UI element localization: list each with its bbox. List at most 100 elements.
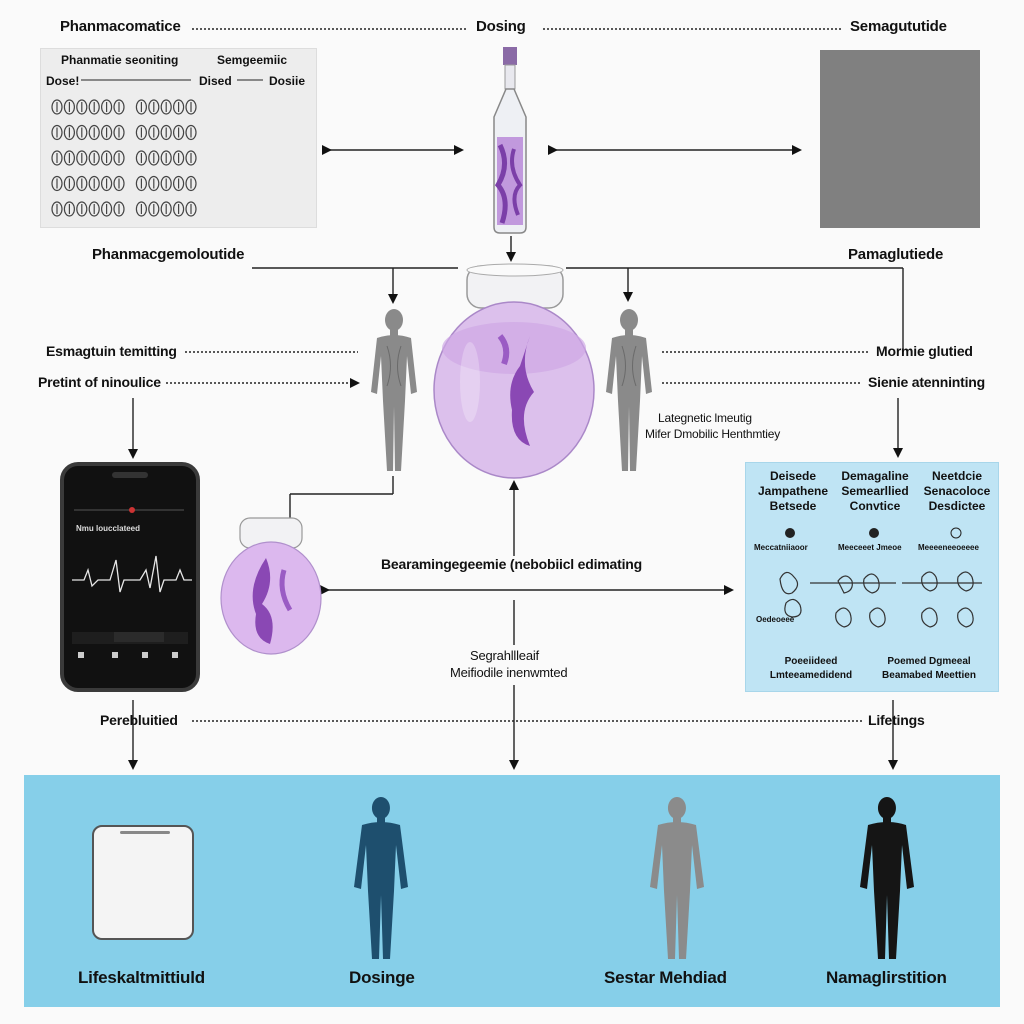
mid-left-label-1: Esmagtuin temitting bbox=[46, 343, 177, 359]
pill-mark bbox=[51, 201, 63, 217]
pill-mark bbox=[63, 99, 75, 115]
pill-mark bbox=[88, 124, 100, 141]
pill-mark bbox=[173, 175, 185, 192]
pill-mark bbox=[88, 175, 100, 192]
row4-right-label: Lifetings bbox=[868, 712, 925, 728]
comparison-panel: Deisede Jampathene Betsede Demagaline Se… bbox=[745, 462, 999, 692]
pill-mark bbox=[76, 175, 88, 192]
pill-mark bbox=[173, 124, 185, 141]
human-figure-left bbox=[371, 309, 417, 471]
pill-mark bbox=[63, 150, 75, 166]
small-jar bbox=[220, 517, 322, 655]
pill-mark bbox=[88, 201, 100, 217]
panel-row-label-1: Meccatniiaoor bbox=[754, 543, 808, 552]
top-center-title: Dosing bbox=[476, 18, 526, 35]
pill-mark bbox=[148, 201, 160, 217]
doc-heading-right: Semgeemiic bbox=[217, 53, 288, 67]
panel-col-3: Neetdcie Senacoloce Desdictee bbox=[923, 469, 991, 513]
pill-mark bbox=[113, 175, 125, 192]
smartphone: Nmu loucclateed bbox=[60, 462, 200, 692]
pill-mark bbox=[113, 201, 125, 217]
pill-mark bbox=[88, 99, 100, 115]
panel-row-label-2: Meeceeet Jmeoe bbox=[838, 543, 902, 552]
pill-mark bbox=[185, 175, 197, 192]
pill-mark bbox=[185, 150, 197, 166]
doc-col-c: Dosiie bbox=[269, 74, 306, 88]
row2-right-label: Pamaglutiede bbox=[848, 246, 944, 263]
figure-blue bbox=[354, 797, 408, 959]
pill-mark bbox=[100, 201, 113, 217]
panel-foot-right: Poemed Dgmeeal Beamabed Meettien bbox=[882, 656, 976, 681]
pill-mark bbox=[76, 201, 88, 217]
pill-mark bbox=[113, 124, 125, 141]
pill-mark bbox=[100, 124, 113, 141]
pill-mark bbox=[51, 99, 63, 115]
panel-col-1: Deisede Jampathene Betsede bbox=[757, 469, 829, 513]
top-right-title: Semagututide bbox=[850, 18, 947, 35]
row2-left-label: Phanmacgemoloutide bbox=[92, 246, 245, 263]
pill-mark bbox=[173, 99, 185, 115]
bottom-label-1: Lifeskaltmittiuld bbox=[78, 968, 205, 987]
wide-flow-label: Bearamingegeemie (nebobiicl edimating bbox=[381, 556, 642, 572]
pill-mark bbox=[160, 150, 172, 166]
lower-flow-label-1: Segrahllleaif bbox=[470, 648, 539, 663]
pill-mark bbox=[173, 201, 185, 217]
pill-mark bbox=[51, 150, 63, 166]
pill-mark bbox=[135, 150, 148, 166]
pill-mark bbox=[51, 124, 63, 141]
pill-mark bbox=[100, 150, 113, 166]
pill-mark bbox=[76, 124, 88, 141]
bottom-label-2: Dosinge bbox=[349, 968, 415, 987]
pill-mark bbox=[51, 175, 63, 192]
row4-left-label: Perebluitied bbox=[100, 712, 178, 728]
center-note-line-1: Lategnetic lmeutig bbox=[658, 411, 752, 425]
heartbeat-chart bbox=[72, 507, 192, 658]
pill-mark bbox=[63, 175, 75, 192]
mid-left-label-2: Pretint of ninoulice bbox=[38, 374, 161, 390]
pill-mark bbox=[135, 124, 148, 141]
phone-header: Nmu loucclateed bbox=[76, 524, 141, 533]
pill-mark bbox=[185, 99, 197, 115]
placeholder-image-block bbox=[820, 50, 980, 228]
panel-col-2: Demagaline Semearllied Convtice bbox=[841, 469, 909, 513]
pill-mark bbox=[100, 99, 113, 115]
pill-mark bbox=[100, 175, 113, 192]
pill-mark bbox=[63, 201, 75, 217]
pill-mark bbox=[173, 150, 185, 166]
pill-mark bbox=[185, 201, 197, 217]
doc-heading-left: Phanmatie seoniting bbox=[61, 53, 179, 67]
pill-mark bbox=[148, 124, 160, 141]
pill-mark bbox=[135, 99, 148, 115]
human-figure-right bbox=[606, 309, 652, 471]
pill-mark bbox=[148, 175, 160, 192]
large-jar bbox=[433, 263, 595, 479]
panel-foot-left: Poeeiideed Lmteeamedidend bbox=[769, 656, 853, 681]
panel-row-label-3: Meeeeneeoeeee bbox=[918, 543, 979, 552]
pill-mark bbox=[135, 201, 148, 217]
pill-mark bbox=[76, 99, 88, 115]
pill-grid bbox=[51, 79, 263, 217]
pill-mark bbox=[88, 150, 100, 166]
pill-mark bbox=[160, 175, 172, 192]
pill-mark bbox=[76, 150, 88, 166]
pill-mark bbox=[160, 201, 172, 217]
pill-mark bbox=[63, 124, 75, 141]
phone-notch bbox=[112, 472, 148, 478]
panel-sub-label: Oedeoeee bbox=[756, 615, 795, 624]
pill-mark bbox=[113, 99, 125, 115]
doc-col-a: Dose! bbox=[46, 74, 80, 88]
figure-black bbox=[860, 797, 914, 959]
pill-mark bbox=[160, 124, 172, 141]
tablet-device-icon bbox=[92, 825, 194, 940]
bottom-label-4: Namaglirstition bbox=[826, 968, 947, 987]
figure-gray bbox=[650, 797, 704, 959]
pill-mark bbox=[185, 124, 197, 141]
medicine-bottle bbox=[493, 47, 527, 234]
top-left-title: Phanmacomatice bbox=[60, 18, 181, 35]
pill-mark bbox=[148, 99, 160, 115]
mid-right-label-1: Mormie glutied bbox=[876, 343, 973, 359]
pill-mark bbox=[148, 150, 160, 166]
panel-icons bbox=[779, 527, 982, 628]
pill-mark bbox=[113, 150, 125, 166]
